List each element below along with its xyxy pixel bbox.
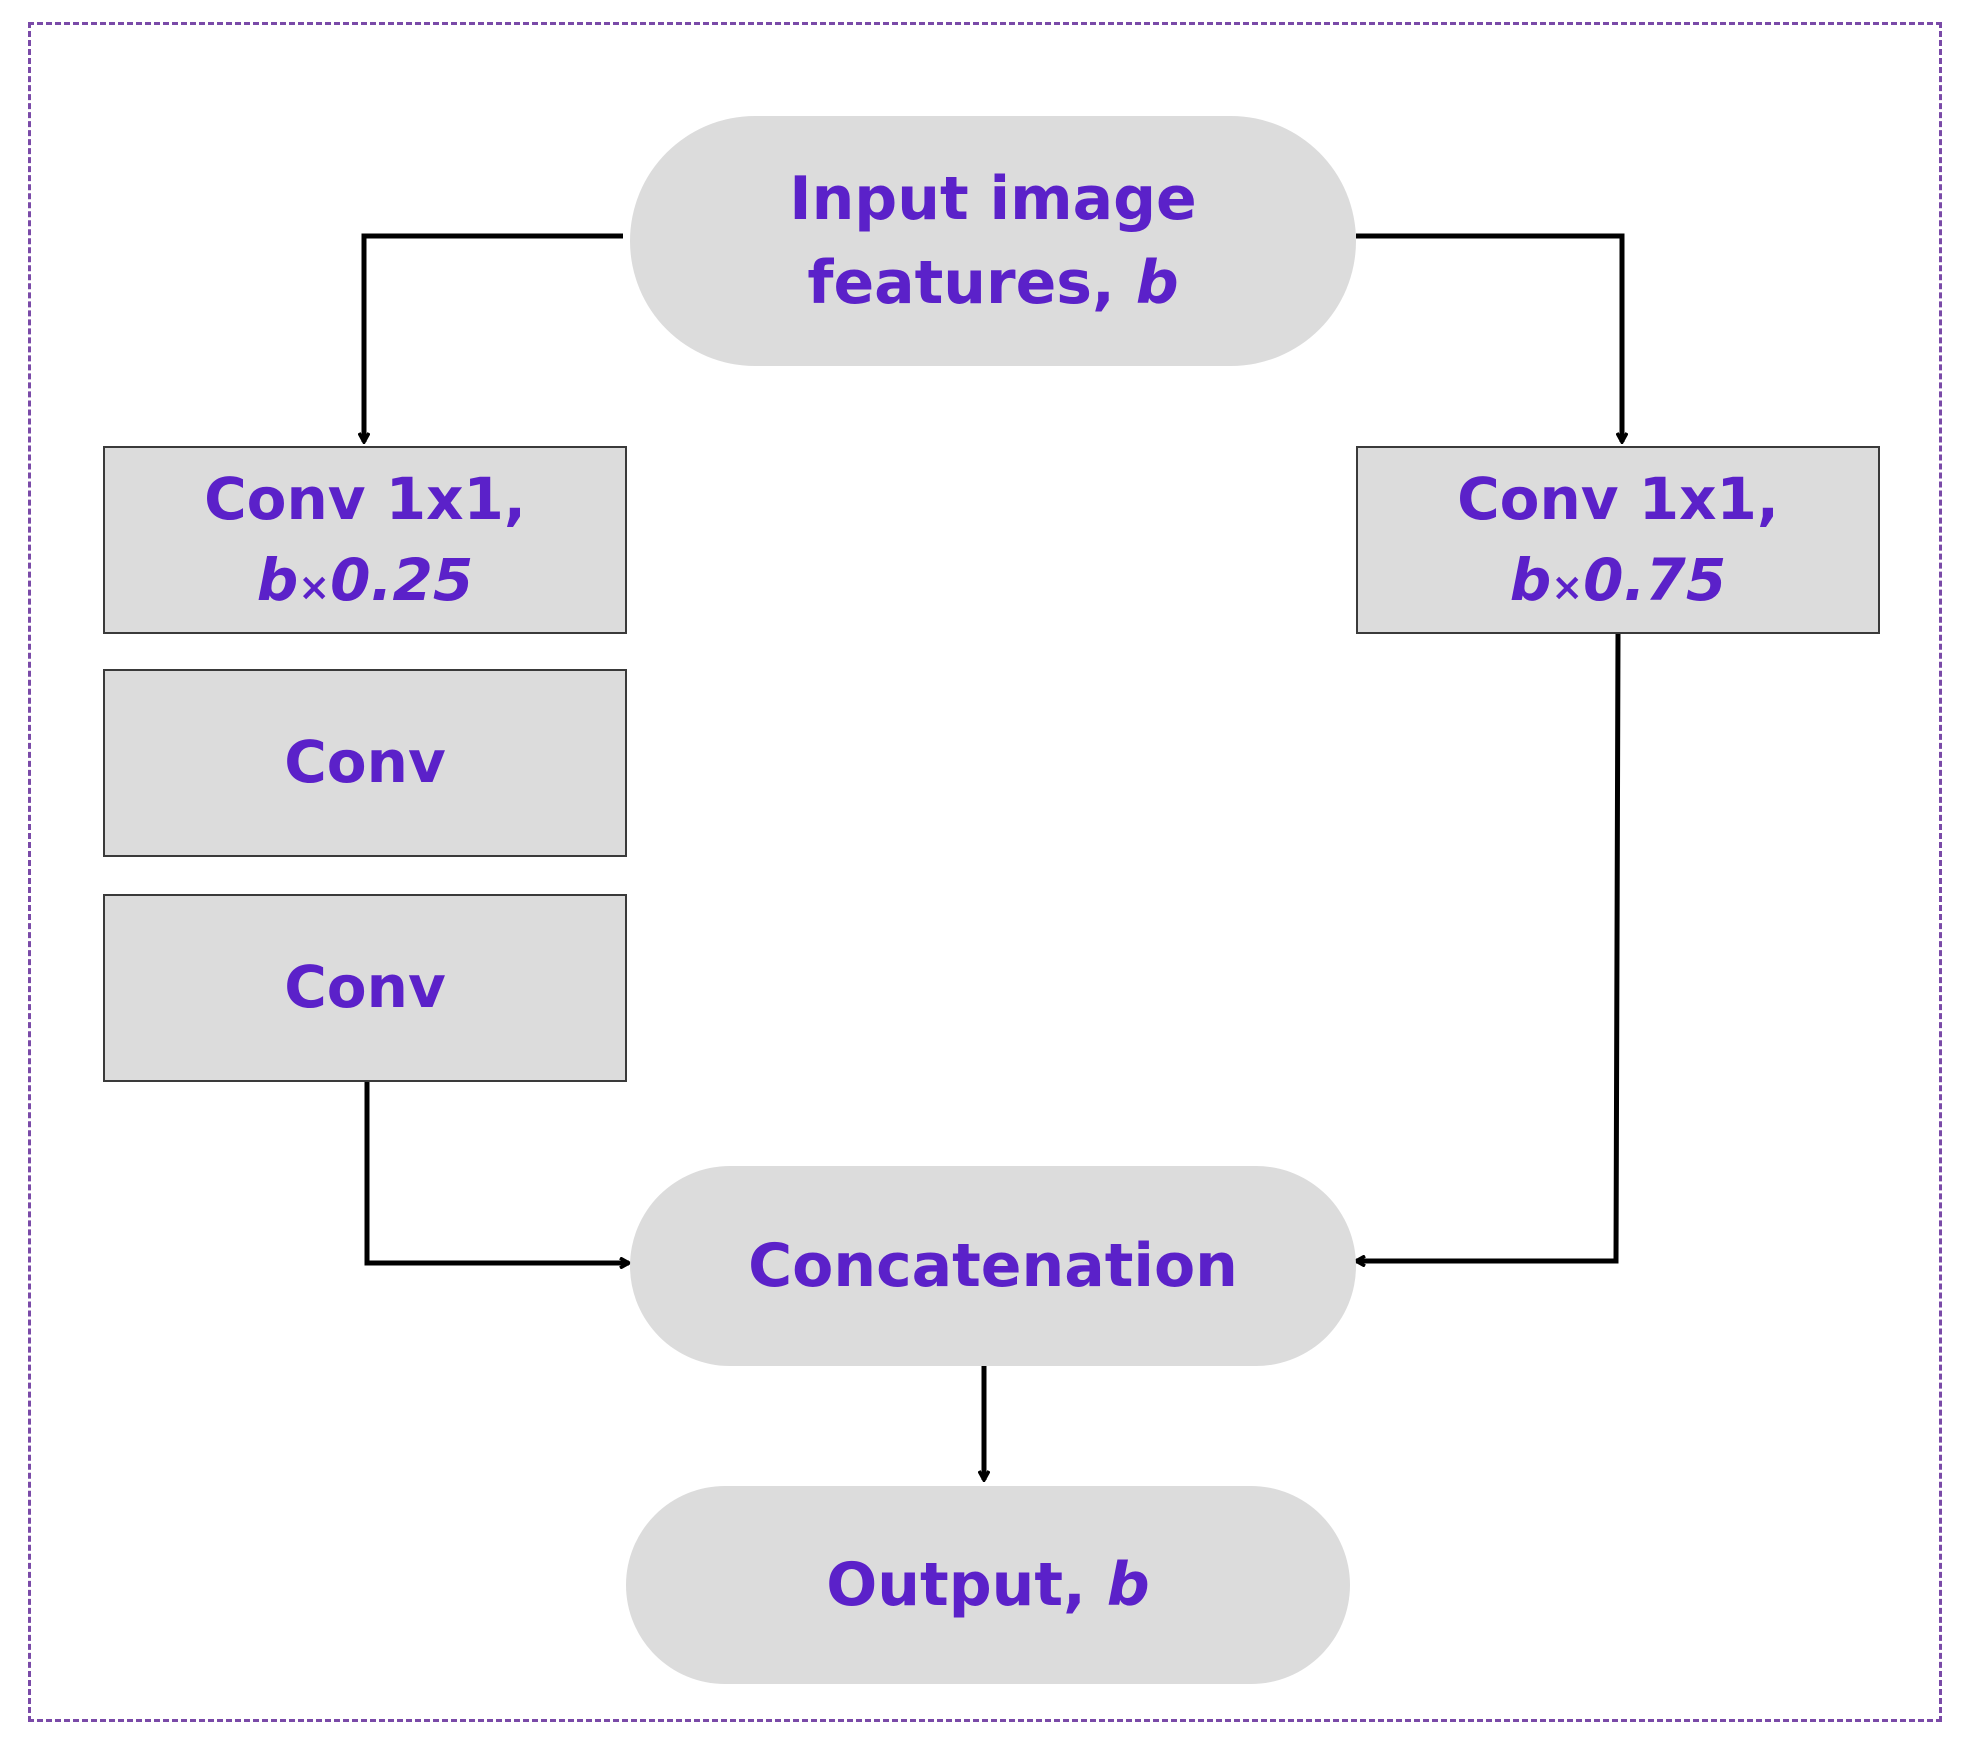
arrow-input-to-left-conv [364, 233, 623, 442]
conv-node-2-label: Conv [284, 953, 446, 1022]
right-conv1x1-node: Conv 1x1, b×0.75 [1356, 446, 1880, 634]
right-conv1x1-var: b [1509, 546, 1552, 614]
left-conv1x1-scale: b×0.25 [257, 540, 473, 621]
arrow-right-conv-to-concat [1356, 633, 1621, 1261]
output-label-text: Output, [826, 1550, 1107, 1620]
left-conv1x1-op: × [298, 565, 331, 609]
right-conv1x1-op: × [1551, 565, 1584, 609]
right-conv1x1-factor: 0.75 [1583, 546, 1727, 614]
arrow-left-stack-to-concat [364, 1081, 629, 1263]
left-conv1x1-var: b [256, 546, 299, 614]
right-conv1x1-title: Conv 1x1, [1457, 464, 1779, 533]
conv-node-1-label: Conv [284, 728, 446, 797]
concatenation-label: Concatenation [748, 1231, 1238, 1301]
right-conv1x1-scale: b×0.75 [1510, 540, 1726, 621]
input-variable: b [1135, 248, 1179, 318]
input-label-line2: features, b [807, 241, 1178, 325]
conv-node-2: Conv [103, 894, 627, 1082]
input-label-text: features, [807, 248, 1136, 318]
left-conv1x1-title: Conv 1x1, [204, 464, 526, 533]
input-label-line1: Input image [789, 164, 1197, 234]
left-conv1x1-node: Conv 1x1, b×0.25 [103, 446, 627, 634]
output-variable: b [1106, 1550, 1150, 1620]
arrow-input-to-right-conv [1356, 233, 1622, 442]
dashed-frame [28, 22, 1942, 1722]
input-node: Input image features, b [630, 116, 1356, 366]
concatenation-node: Concatenation [630, 1166, 1356, 1366]
conv-node-1: Conv [103, 669, 627, 857]
output-node: Output, b [626, 1486, 1350, 1684]
left-conv1x1-factor: 0.25 [330, 546, 474, 614]
output-label: Output, b [826, 1543, 1149, 1627]
